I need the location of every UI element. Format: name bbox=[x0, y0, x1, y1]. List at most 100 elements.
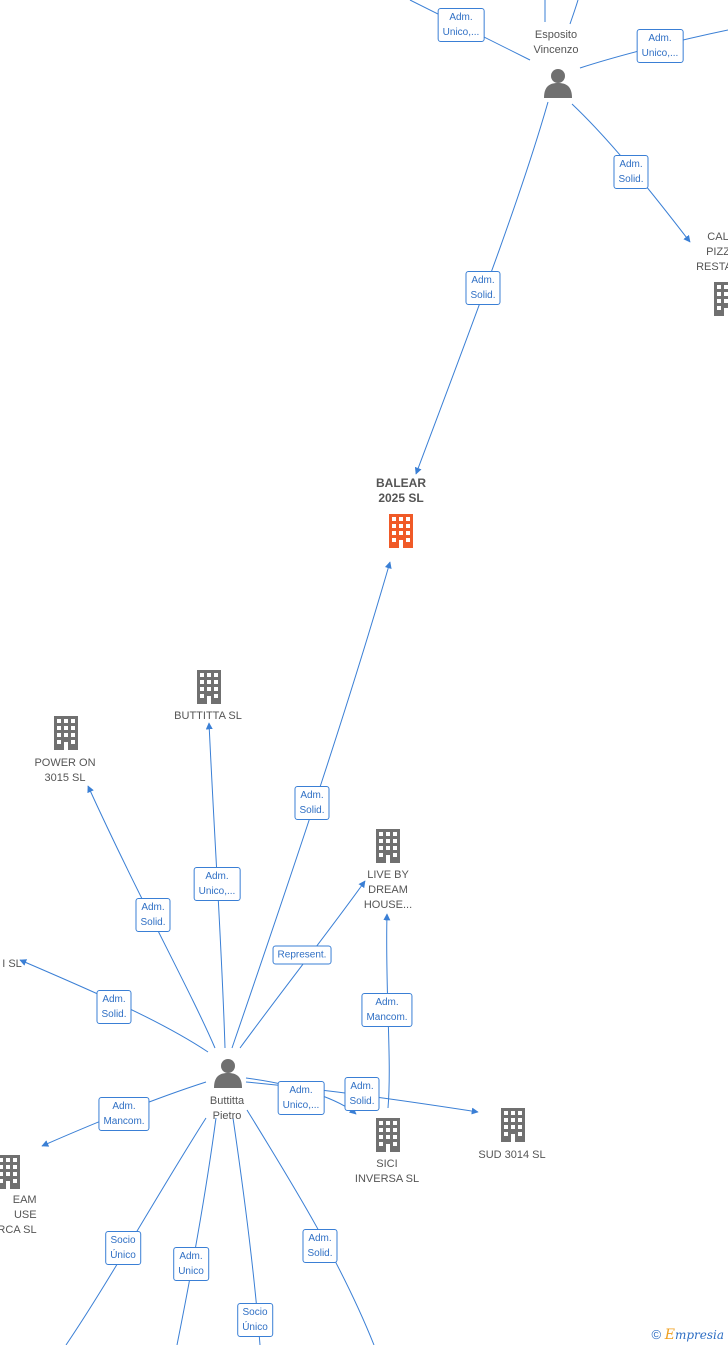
label-line: HOUSE... bbox=[363, 899, 413, 911]
edge-label-line: Socio bbox=[110, 1235, 136, 1246]
label-line: USE bbox=[13, 1209, 37, 1221]
logo-initial: E bbox=[664, 1327, 675, 1343]
edge-label-line: Único bbox=[242, 1322, 268, 1333]
edge-label-line: Adm. bbox=[449, 12, 473, 23]
edges bbox=[19, 0, 728, 1345]
logo-text: mpresia bbox=[674, 1328, 724, 1342]
label-line: PIZZ bbox=[706, 246, 728, 258]
edge-label-line: Unico,... bbox=[198, 886, 236, 897]
label-line: Pietro bbox=[212, 1110, 242, 1122]
node-label-livebydream[interactable]: LIVE BY DREAM HOUSE... bbox=[364, 868, 412, 913]
edge-label-line: Adm. bbox=[179, 1251, 203, 1262]
edge-line bbox=[246, 1109, 375, 1345]
edge-label[interactable]: Adm. Solid. bbox=[96, 990, 132, 1024]
label-line: Esposito bbox=[534, 29, 578, 41]
edge-label-line: Adm. bbox=[350, 1081, 374, 1092]
label-line: EAM bbox=[12, 1194, 37, 1206]
edge-label[interactable]: Adm. Solid. bbox=[294, 786, 330, 820]
edge-label-line: Unico,... bbox=[442, 27, 480, 38]
edge-label[interactable]: Adm. Solid. bbox=[344, 1077, 380, 1111]
edge-label-line: Adm. bbox=[289, 1085, 313, 1096]
edge-label-line: Adm. bbox=[308, 1233, 332, 1244]
label-line: Vincenzo bbox=[533, 44, 579, 56]
label-line: SUD 3014 SL bbox=[478, 1149, 546, 1161]
node-label-sud3014[interactable]: SUD 3014 SL bbox=[478, 1148, 545, 1163]
label-line: BUTTITTA SL bbox=[174, 710, 242, 722]
edge-label-line: Solid. bbox=[349, 1096, 375, 1107]
edge-label[interactable]: Adm.Mancom. bbox=[98, 1097, 150, 1131]
label-line: BALEAR bbox=[376, 476, 426, 490]
label-line: POWER ON bbox=[34, 757, 96, 769]
livebydream-building-icon bbox=[376, 829, 400, 863]
edge-label-line: Adm. bbox=[141, 902, 165, 913]
label-line: RCA SL bbox=[0, 1224, 37, 1236]
empresia-logo: Empresia bbox=[664, 1327, 724, 1343]
sici-building-icon bbox=[376, 1118, 400, 1152]
node-label-sici[interactable]: SICI INVERSA SL bbox=[355, 1157, 419, 1187]
node-label-sl-left[interactable]: I SL bbox=[2, 957, 22, 972]
edge-label[interactable]: Adm. Solid. bbox=[302, 1229, 338, 1263]
edge-line bbox=[87, 785, 216, 1049]
node-label-poweron[interactable]: POWER ON 3015 SL bbox=[34, 756, 95, 786]
edge-label[interactable]: Adm. Unico,... bbox=[277, 1081, 325, 1115]
edge-label-line: Solid. bbox=[101, 1009, 127, 1020]
label-line: I SL bbox=[2, 958, 22, 970]
label-line: SICI bbox=[376, 1158, 398, 1170]
footer-brand[interactable]: © Empresia bbox=[651, 1327, 724, 1343]
edge-line bbox=[231, 561, 392, 1049]
edge-label[interactable]: Adm. Solid. bbox=[613, 155, 649, 189]
label-line: Buttitta bbox=[209, 1095, 245, 1107]
label-line: 2025 SL bbox=[378, 491, 424, 505]
edge-label-line: Solid. bbox=[299, 805, 325, 816]
label-line: INVERSA SL bbox=[354, 1173, 420, 1185]
edge-label-line: Adm. bbox=[648, 33, 672, 44]
edge-label[interactable]: Represent. bbox=[272, 945, 332, 965]
edge-line bbox=[414, 101, 549, 475]
edge-line bbox=[239, 880, 366, 1049]
node-label-dreamhouse[interactable]: EAM USE RCA SL bbox=[0, 1193, 37, 1238]
label-line: RESTAU bbox=[696, 261, 728, 273]
edge-label[interactable]: Adm. Solid. bbox=[135, 898, 171, 932]
edge-label-line: Solid. bbox=[618, 174, 644, 185]
label-line: 3015 SL bbox=[44, 772, 86, 784]
edge-label-line: Solid. bbox=[307, 1248, 333, 1259]
edge-label-line: Represent. bbox=[277, 949, 327, 961]
node-label-balear[interactable]: BALEAR 2025 SL bbox=[376, 476, 426, 506]
edge-label[interactable]: Adm. Unico,... bbox=[636, 29, 684, 63]
edge-label-line: Solid. bbox=[470, 290, 496, 301]
buttitta-pietro-person-icon bbox=[214, 1059, 242, 1088]
edge-label-line: Solid. bbox=[140, 917, 166, 928]
edge-label-line: Adm. bbox=[112, 1101, 136, 1112]
edge-line bbox=[176, 1117, 217, 1345]
node-label-esposito[interactable]: Esposito Vincenzo bbox=[533, 28, 578, 58]
edge-label[interactable]: Adm.Solid. bbox=[465, 271, 501, 305]
edge-label[interactable]: Adm.Unico,... bbox=[193, 867, 241, 901]
label-line: CAL bbox=[707, 231, 728, 243]
poweron-building-icon bbox=[54, 716, 78, 750]
sud3014-building-icon bbox=[501, 1108, 525, 1142]
esposito-person-icon bbox=[544, 69, 572, 98]
edge-label-line: Adm. bbox=[300, 790, 324, 801]
node-label-calpizza[interactable]: CAL PIZZ RESTAU bbox=[696, 230, 728, 275]
label-line: LIVE BY bbox=[367, 869, 409, 881]
edge-label-line: Único bbox=[110, 1250, 136, 1261]
node-label-buttitta-sl[interactable]: BUTTITTA SL bbox=[174, 709, 242, 724]
edge-line bbox=[569, 0, 579, 25]
edge-label-line: Socio bbox=[242, 1307, 268, 1318]
edge-label-line: Unico,... bbox=[641, 48, 679, 59]
edge-label-line: Unico,... bbox=[282, 1100, 320, 1111]
node-label-buttitta-pietro[interactable]: Buttitta Pietro bbox=[210, 1094, 244, 1124]
edge-label[interactable]: Adm. Unico,... bbox=[437, 8, 485, 42]
edge-label-line: Adm. bbox=[619, 159, 643, 170]
balear-building-icon bbox=[389, 514, 413, 548]
buttitta-sl-building-icon bbox=[197, 670, 221, 704]
edge-label[interactable]: Adm. Unico bbox=[173, 1247, 209, 1281]
edge-label-line: Unico bbox=[178, 1266, 204, 1277]
edge-label[interactable]: Adm.Mancom. bbox=[361, 993, 413, 1027]
edge-label-line: Mancom. bbox=[366, 1012, 408, 1023]
dreamhouse-building-icon bbox=[0, 1155, 20, 1189]
edge-label-line: Adm. bbox=[102, 994, 126, 1005]
